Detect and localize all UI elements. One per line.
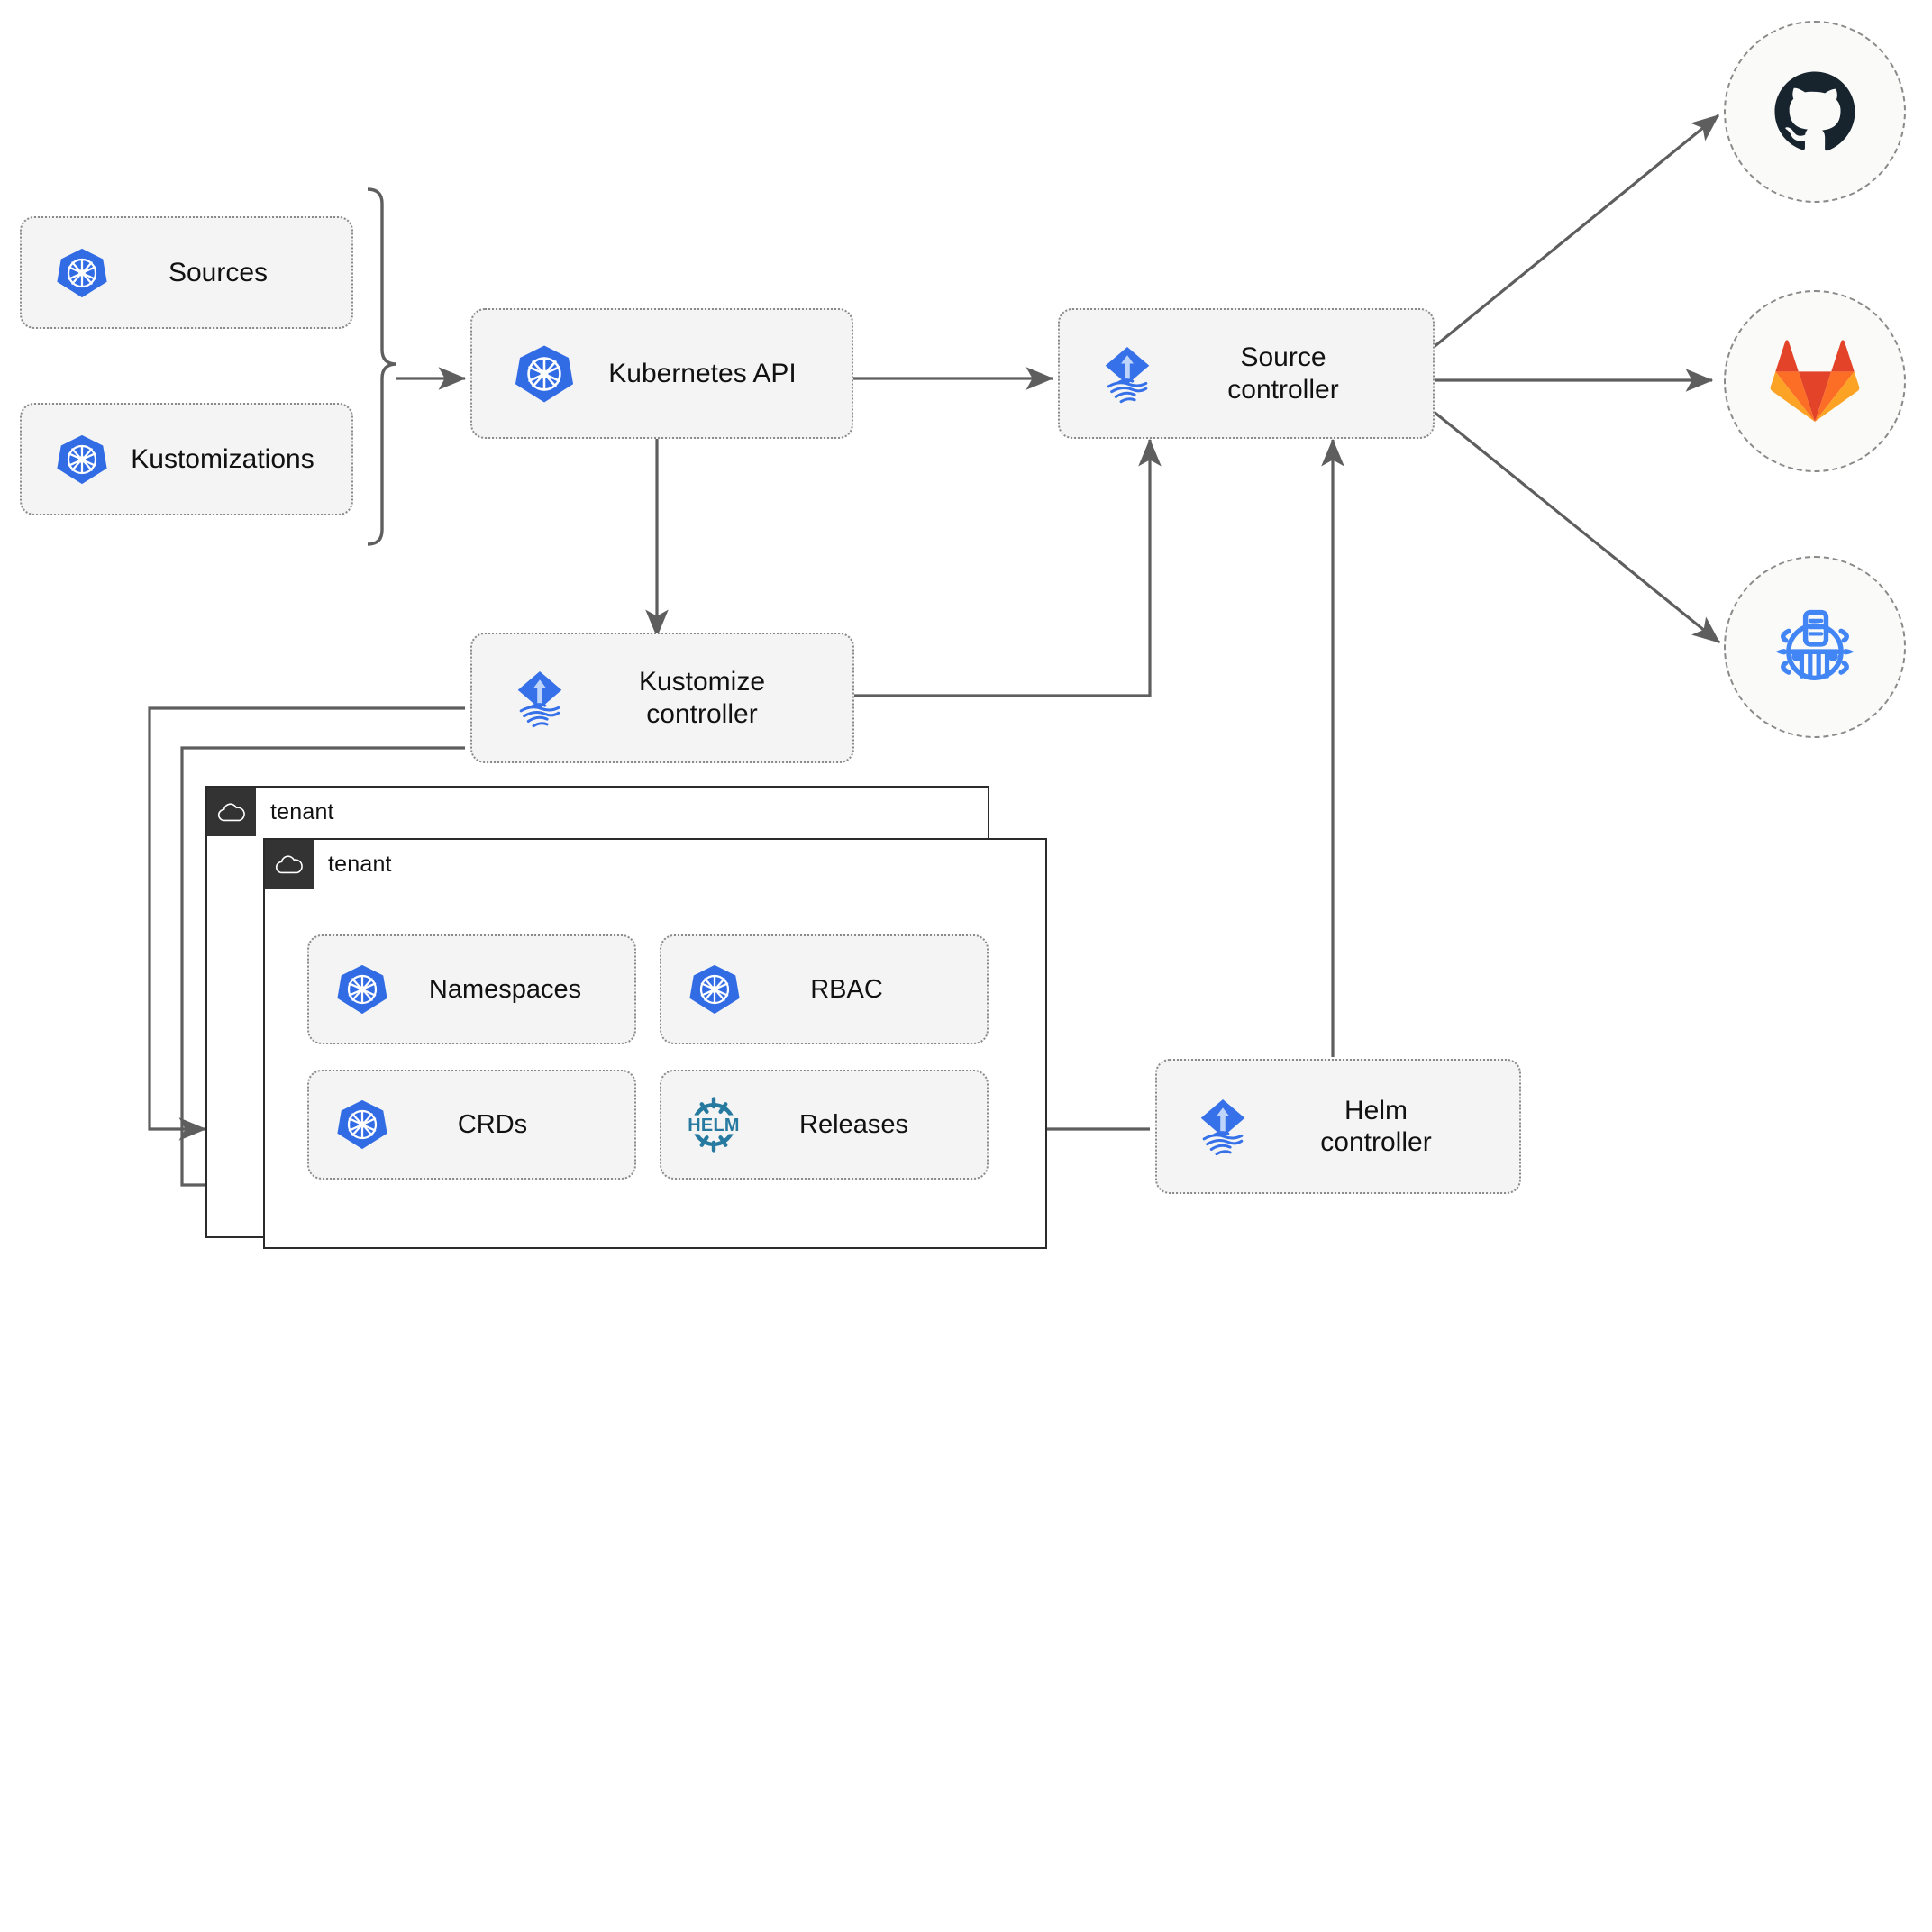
brace	[367, 187, 397, 546]
cloud-icon	[265, 840, 314, 889]
tenant-resource-label: Releases	[799, 1109, 908, 1139]
source-controller-label: Source controller	[1161, 342, 1433, 406]
external-source-helm-repository[interactable]	[1724, 556, 1906, 738]
resource-card-sources[interactable]: Sources	[20, 216, 353, 329]
kubernetes-icon	[54, 432, 110, 488]
kubernetes-api-label: Kubernetes API	[608, 358, 797, 388]
label-line-1: Source	[1240, 342, 1326, 373]
cloud-icon	[207, 788, 256, 836]
external-source-gitlab[interactable]	[1724, 290, 1906, 472]
kustomize-controller-node[interactable]: Kustomize controller	[470, 633, 854, 763]
tenant-frame-front[interactable]: tenant Namespaces	[263, 838, 1047, 1249]
flux-icon	[1094, 341, 1161, 407]
tenant-resource-label: Namespaces	[428, 974, 582, 1004]
flux-icon	[1189, 1093, 1256, 1160]
github-icon	[1774, 71, 1855, 151]
kubernetes-icon	[334, 1097, 390, 1153]
tenant-resource-label: RBAC	[810, 974, 883, 1004]
tenant-header: tenant	[265, 840, 392, 889]
svg-text:HELM: HELM	[688, 1116, 739, 1135]
tenant-label: tenant	[328, 851, 392, 877]
gitlab-icon	[1770, 340, 1860, 422]
helm-controller-node[interactable]: Helm controller	[1155, 1059, 1521, 1194]
tenant-resource-releases[interactable]: HELM Releases	[660, 1070, 989, 1180]
kubernetes-icon	[334, 961, 390, 1017]
tenant-resource-namespaces[interactable]: Namespaces	[307, 934, 636, 1044]
kustomize-controller-label: Kustomize controller	[573, 666, 852, 730]
edge-kustomize-to-source	[854, 438, 1162, 697]
tenant-header: tenant	[207, 788, 334, 836]
resource-label: Sources	[168, 257, 269, 287]
label-line-1: Helm	[1344, 1095, 1408, 1125]
label-line-2: controller	[646, 698, 758, 729]
helm-icon: HELM	[681, 1092, 746, 1157]
external-source-github[interactable]	[1724, 21, 1906, 203]
kubernetes-api-node[interactable]: Kubernetes API	[470, 308, 853, 439]
flux-icon	[506, 665, 573, 732]
label-line-2: controller	[1227, 374, 1339, 405]
label-line-1: Kustomize	[638, 667, 766, 697]
resource-card-kustomizations[interactable]: Kustomizations	[20, 403, 353, 515]
kubernetes-icon	[512, 342, 577, 406]
kubernetes-icon	[54, 245, 110, 301]
edge-source-to-github	[1431, 114, 1720, 350]
tenant-resource-rbac[interactable]: RBAC	[660, 934, 989, 1044]
tenant-resource-crds[interactable]: CRDs	[307, 1070, 636, 1180]
helm-controller-label: Helm controller	[1256, 1095, 1519, 1159]
tenant-label: tenant	[270, 798, 334, 825]
source-controller-node[interactable]: Source controller	[1058, 308, 1435, 439]
tenant-resource-label: CRDs	[457, 1109, 528, 1139]
edge-source-to-helmrepo	[1431, 409, 1721, 644]
resource-label: Kustomizations	[131, 443, 314, 474]
kubernetes-icon	[687, 961, 743, 1017]
label-line-2: controller	[1320, 1127, 1432, 1157]
helm-repository-icon	[1775, 609, 1855, 681]
